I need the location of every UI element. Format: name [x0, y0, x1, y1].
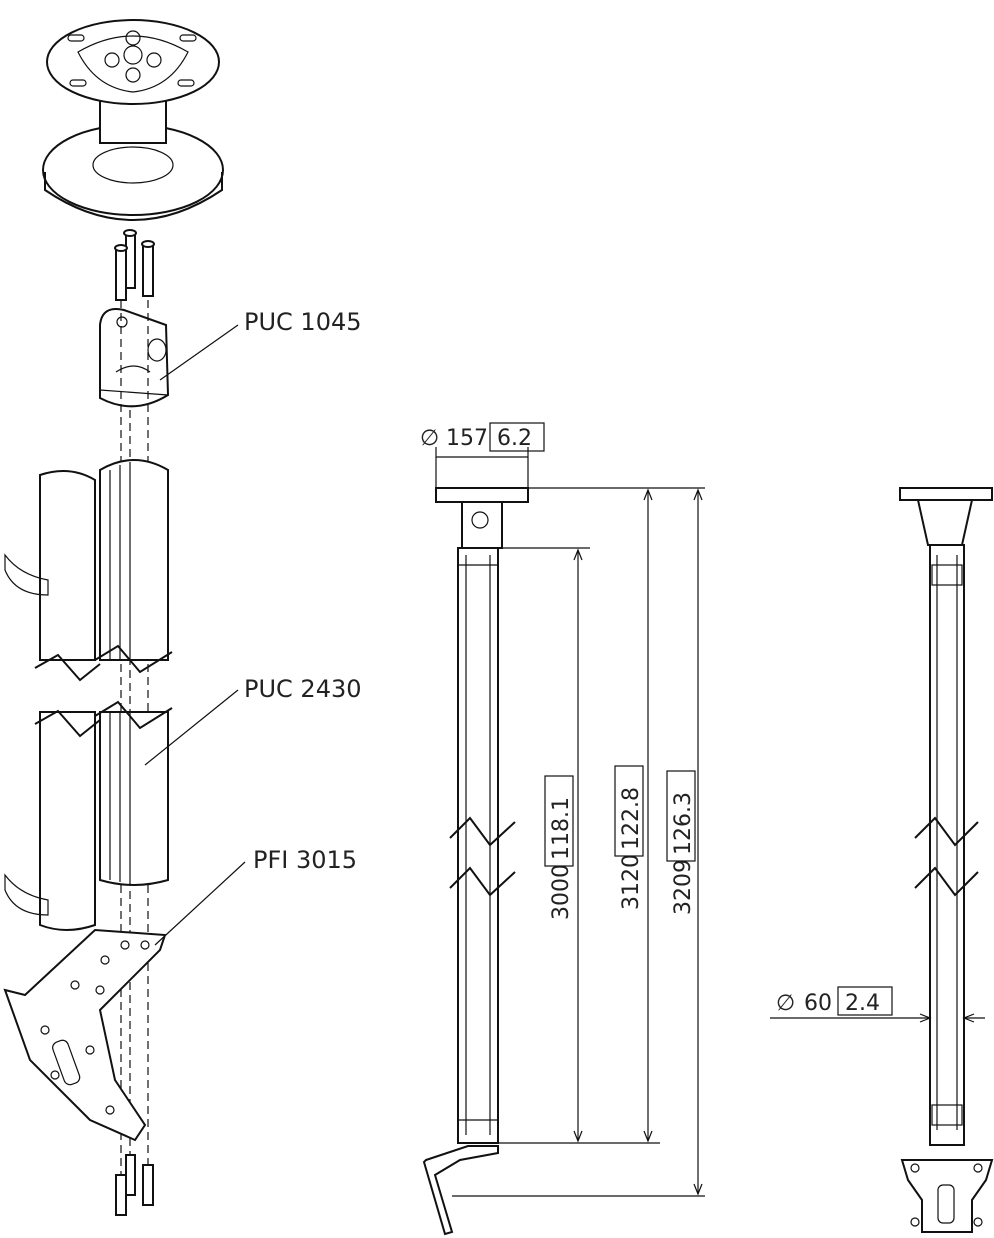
height-mid-mm: 3120 — [619, 854, 644, 910]
exploded-view: PUC 1045 PUC 2430 PFI 3015 — [3, 19, 362, 1216]
plate-diameter-in: 6.2 — [497, 426, 532, 451]
ceiling-plate — [42, 19, 224, 221]
column-diameter-in: 2.4 — [845, 991, 880, 1016]
puc-1045-bracket — [99, 308, 170, 408]
side-elevation: ∅ 157 6.2 3000 118.1 3120 122.8 3209 126… — [420, 422, 705, 1236]
height-inner-in: 118.1 — [549, 797, 574, 860]
leader-lines — [144, 324, 246, 946]
diameter-symbol-plate: ∅ — [420, 426, 439, 451]
front-elevation: ∅ 60 2.4 — [770, 487, 994, 1233]
label-pfi-3015: PFI 3015 — [253, 846, 357, 874]
height-mid-in: 122.8 — [619, 787, 644, 850]
column-diameter-mm: 60 — [804, 991, 832, 1016]
bolts-bottom — [115, 1154, 154, 1216]
height-inner-mm: 3000 — [549, 864, 574, 920]
diameter-symbol-column: ∅ — [776, 991, 795, 1016]
column-profile — [94, 459, 173, 886]
pfi-3015-faceplate — [3, 928, 167, 1142]
label-puc-1045: PUC 1045 — [244, 308, 362, 336]
cover-shell — [4, 470, 101, 931]
height-total-in: 126.3 — [671, 792, 696, 855]
label-puc-2430: PUC 2430 — [244, 675, 362, 703]
bolts-top — [114, 229, 155, 301]
plate-diameter-mm: 157 — [446, 426, 488, 451]
height-total-mm: 3209 — [671, 859, 696, 915]
